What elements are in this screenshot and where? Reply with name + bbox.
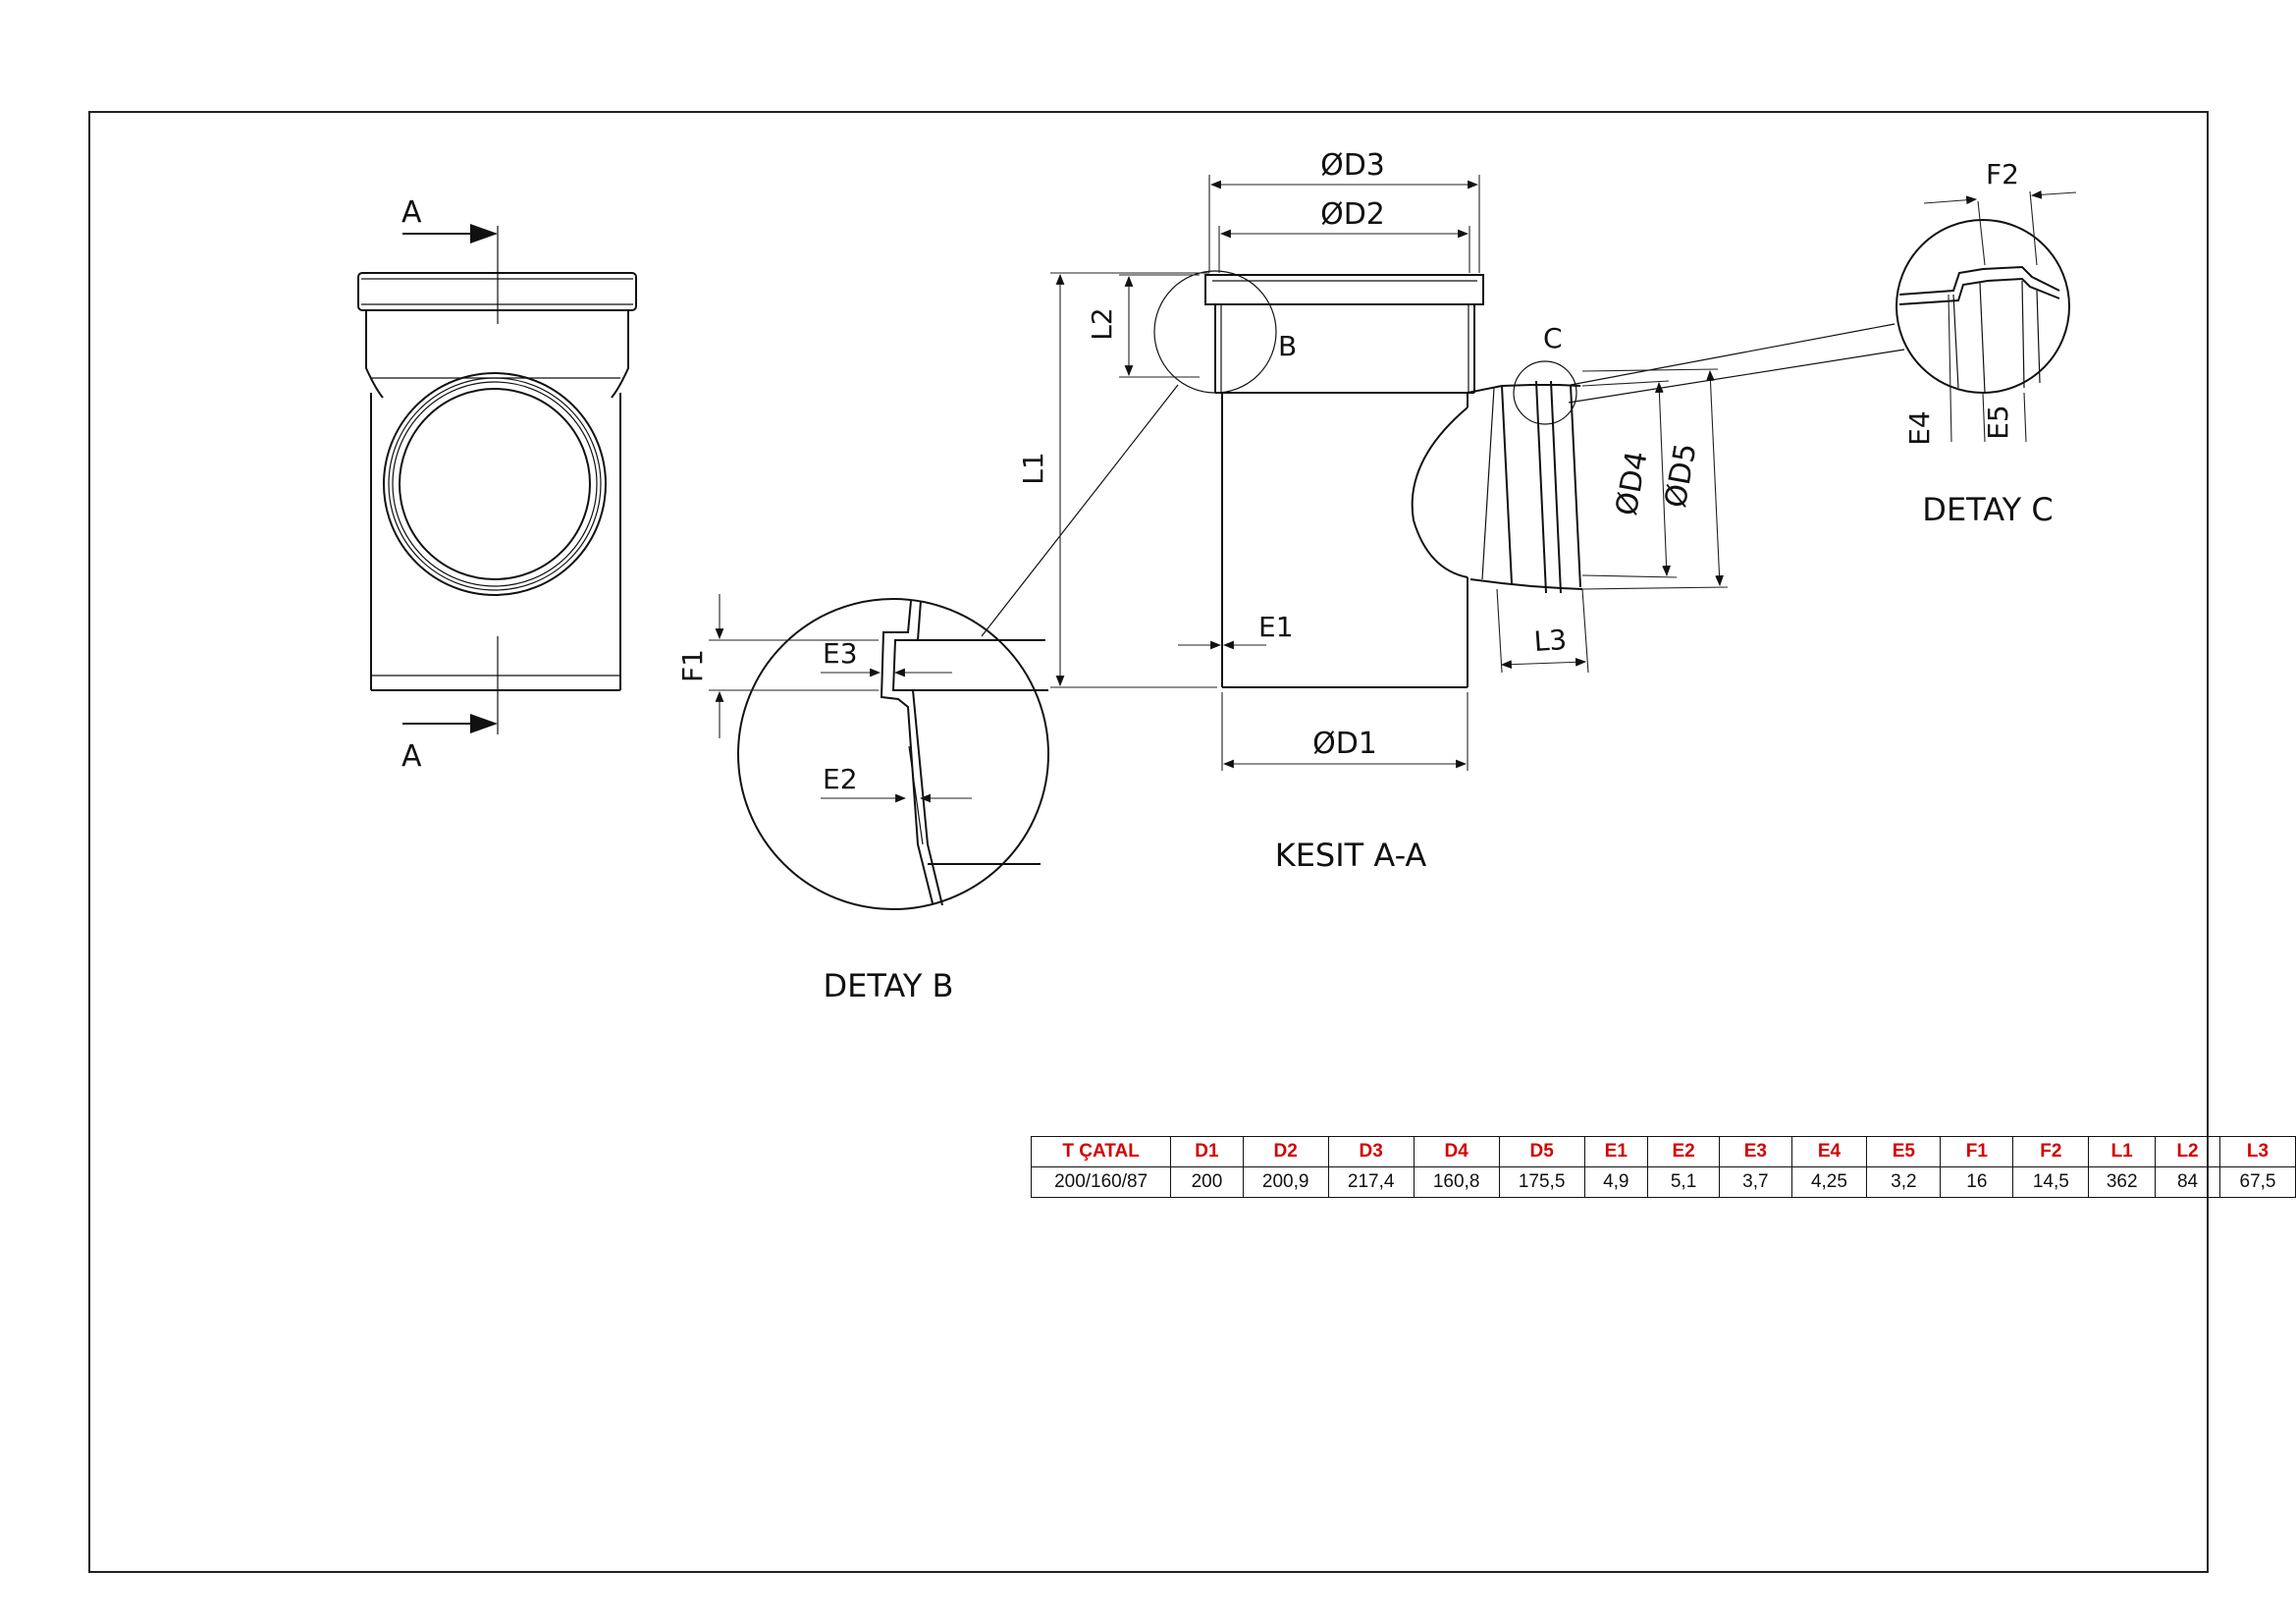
table-cell: 217,4 xyxy=(1327,1166,1415,1198)
table-cell: 67,5 xyxy=(2219,1166,2296,1198)
table-cell: 5,1 xyxy=(1646,1166,1721,1198)
dim-e1: E1 xyxy=(1258,611,1294,643)
table-header-cell: E4 xyxy=(1790,1136,1868,1167)
detail-b-view: F1 E3 E2 DETAY B xyxy=(676,594,1049,1004)
table-cell: 362 xyxy=(2088,1166,2157,1198)
front-view: A A xyxy=(357,195,637,774)
dim-e4: E4 xyxy=(1903,410,1936,446)
table-header-cell: D3 xyxy=(1327,1136,1415,1167)
dim-d4: ØD4 xyxy=(1610,449,1655,518)
dim-d3: ØD3 xyxy=(1320,148,1385,183)
table-header-cell: L1 xyxy=(2088,1136,2157,1167)
table-header-cell: E3 xyxy=(1719,1136,1792,1167)
detail-c-title: DETAY C xyxy=(1922,491,2053,528)
dim-l1: L1 xyxy=(1017,452,1049,484)
table-cell: 4,25 xyxy=(1790,1166,1868,1198)
table-header-cell: E2 xyxy=(1646,1136,1721,1167)
dim-l2: L2 xyxy=(1086,307,1118,340)
dim-l3: L3 xyxy=(1533,623,1569,658)
table-cell: 200 xyxy=(1170,1166,1244,1198)
dim-e5: E5 xyxy=(1982,405,2014,440)
table-cell: 84 xyxy=(2155,1166,2221,1198)
table-cell: 175,5 xyxy=(1498,1166,1585,1198)
detail-marker-b: B xyxy=(1278,330,1297,362)
table-header-cell: D1 xyxy=(1170,1136,1244,1167)
table-header-cell: E5 xyxy=(1866,1136,1942,1167)
dim-f2: F2 xyxy=(1986,158,2019,190)
table-header-cell: E1 xyxy=(1583,1136,1648,1167)
dim-e3: E3 xyxy=(823,637,858,670)
dim-d1: ØD1 xyxy=(1312,727,1377,761)
table-cell: 200/160/87 xyxy=(1030,1166,1172,1198)
table-header-cell: T ÇATAL xyxy=(1030,1136,1172,1167)
section-mark-bottom: A xyxy=(401,739,422,774)
table-header-cell: D4 xyxy=(1413,1136,1500,1167)
table-cell: 200,9 xyxy=(1242,1166,1329,1198)
table-cell: 3,7 xyxy=(1719,1166,1792,1198)
table-header-cell: F2 xyxy=(2012,1136,2090,1167)
dim-e2: E2 xyxy=(823,763,858,795)
dim-d2: ØD2 xyxy=(1320,197,1385,232)
section-view: B C ØD3 ØD2 L1 L2 E1 ØD1 xyxy=(981,148,1905,874)
section-mark-top: A xyxy=(401,195,422,230)
table-header-cell: D5 xyxy=(1498,1136,1585,1167)
section-title: KESIT A-A xyxy=(1275,837,1427,874)
table-cell: 16 xyxy=(1940,1166,2014,1198)
table-cell: 3,2 xyxy=(1866,1166,1942,1198)
table-header-cell: L3 xyxy=(2219,1136,2296,1167)
dim-d5: ØD5 xyxy=(1659,441,1704,511)
table-header-cell: L2 xyxy=(2155,1136,2221,1167)
table-cell: 14,5 xyxy=(2012,1166,2090,1198)
drawing-frame xyxy=(88,111,2209,1573)
detail-marker-c: C xyxy=(1543,322,1563,354)
table-cell: 4,9 xyxy=(1583,1166,1648,1198)
table-header-cell: F1 xyxy=(1940,1136,2014,1167)
table-cell: 160,8 xyxy=(1413,1166,1500,1198)
detail-b-title: DETAY B xyxy=(824,967,954,1004)
detail-c-view: F2 E4 E5 DETAY C xyxy=(1896,158,2077,528)
dim-f1: F1 xyxy=(676,649,709,682)
table-header-cell: D2 xyxy=(1242,1136,1329,1167)
